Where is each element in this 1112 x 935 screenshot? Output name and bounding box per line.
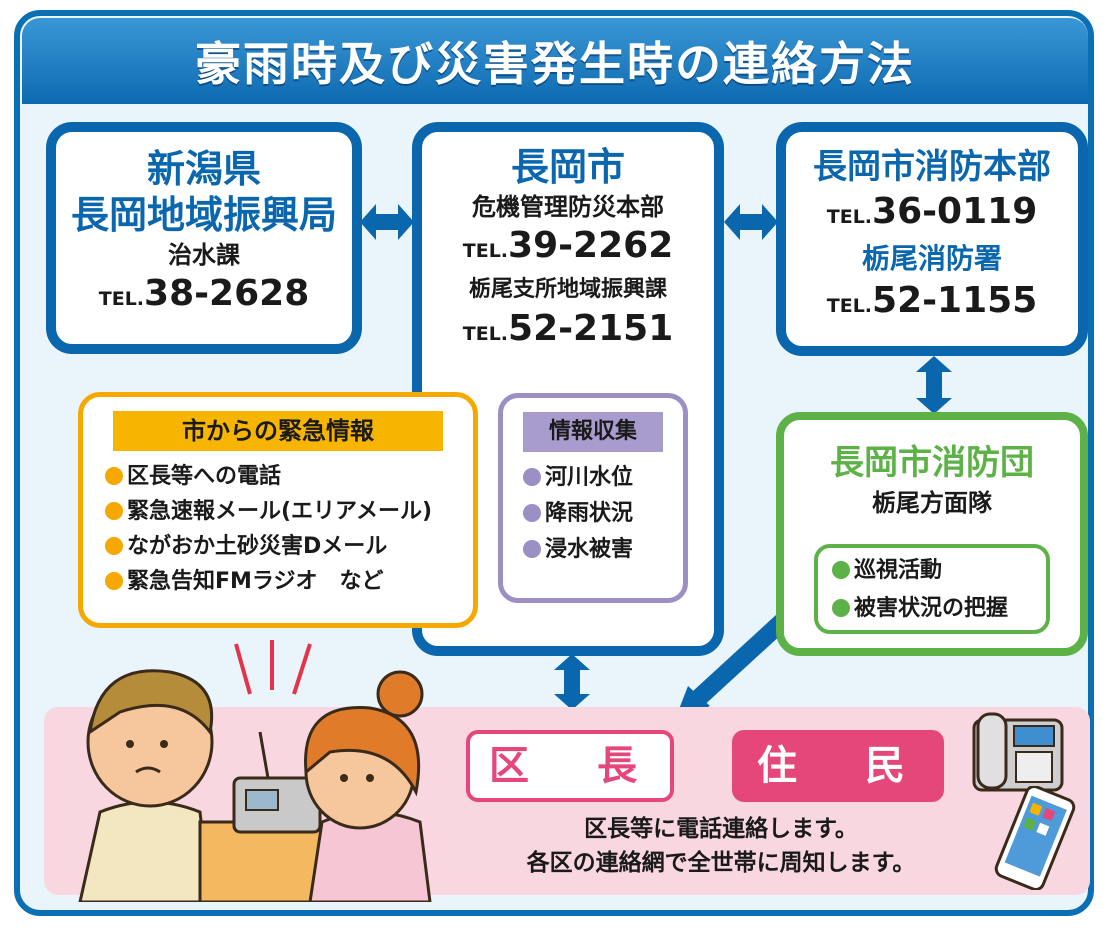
arrow-city-kucho-icon: [554, 654, 590, 710]
title-bar: 豪雨時及び災害発生時の連絡方法: [22, 18, 1088, 104]
list-item: 降雨状況: [523, 496, 683, 532]
list-item: 緊急速報メール(エリアメール): [105, 494, 473, 529]
nagaoka-tel2: TEL.52-2151: [462, 308, 674, 349]
list-item: 被害状況の把握: [832, 590, 1046, 628]
jumin-box: 住 民: [732, 730, 944, 802]
list-item: 巡視活動: [832, 552, 1046, 590]
contact-note: 区長等に電話連絡します。 各区の連絡網で全世帯に周知します。: [486, 812, 956, 880]
page-title: 豪雨時及び災害発生時の連絡方法: [195, 37, 915, 91]
fire-brigade-unit: 栃尾方面隊: [872, 489, 992, 517]
fire-station-name: 栃尾消防署: [861, 242, 1002, 275]
niigata-box: 新潟県 長岡地域振興局 治水課 TEL.38-2628: [46, 122, 362, 354]
niigata-tel: TEL.38-2628: [98, 273, 310, 314]
list-item: ながおか土砂災害Dメール: [105, 529, 473, 564]
arrow-city-firehq-icon: [724, 204, 778, 240]
list-item: 緊急告知FMラジオ など: [105, 564, 473, 599]
emergency-info-box: 市からの緊急情報 区長等への電話 緊急速報メール(エリアメール) ながおか土砂災…: [78, 392, 478, 628]
family-radio-illustration: [78, 640, 432, 902]
smartphone-icon: [994, 786, 1076, 890]
fire-brigade-tasks: 巡視活動 被害状況の把握: [814, 544, 1050, 634]
nagaoka-dept1: 危機管理防災本部: [472, 193, 664, 221]
nagaoka-tel1: TEL.39-2262: [462, 225, 674, 266]
list-item: 区長等への電話: [105, 459, 473, 494]
fire-hq-box: 長岡市消防本部 TEL.36-0119 栃尾消防署 TEL.52-1155: [776, 122, 1088, 356]
note-line1: 区長等に電話連絡します。: [584, 816, 858, 842]
niigata-line2: 長岡地域振興局: [70, 193, 337, 237]
fire-brigade-name: 長岡市消防団: [830, 443, 1034, 483]
info-collection-box: 情報収集 河川水位 降雨状況 浸水被害: [498, 393, 688, 603]
niigata-dept: 治水課: [168, 241, 240, 269]
niigata-line1: 新潟県: [146, 147, 261, 191]
arrow-niigata-city-icon: [360, 204, 414, 240]
list-item: 浸水被害: [523, 532, 683, 568]
list-item: 河川水位: [523, 460, 683, 496]
fire-hq-name: 長岡市消防本部: [813, 147, 1051, 187]
fire-hq-tel2: TEL.52-1155: [826, 280, 1038, 321]
fire-hq-tel1: TEL.36-0119: [826, 191, 1038, 232]
note-line2: 各区の連絡網で全世帯に周知します。: [526, 850, 916, 876]
desk-phone-icon: [972, 712, 1064, 792]
nagaoka-dept2: 栃尾支所地域振興課: [468, 277, 667, 302]
nagaoka-city-name: 長岡市: [510, 145, 625, 189]
fire-brigade-box: 長岡市消防団 栃尾方面隊 巡視活動 被害状況の把握: [776, 412, 1088, 656]
kucho-box: 区 長: [466, 730, 674, 802]
emergency-info-header: 市からの緊急情報: [113, 411, 443, 451]
info-collection-header: 情報収集: [523, 412, 663, 452]
arrow-firehq-brigade-icon: [916, 356, 952, 414]
